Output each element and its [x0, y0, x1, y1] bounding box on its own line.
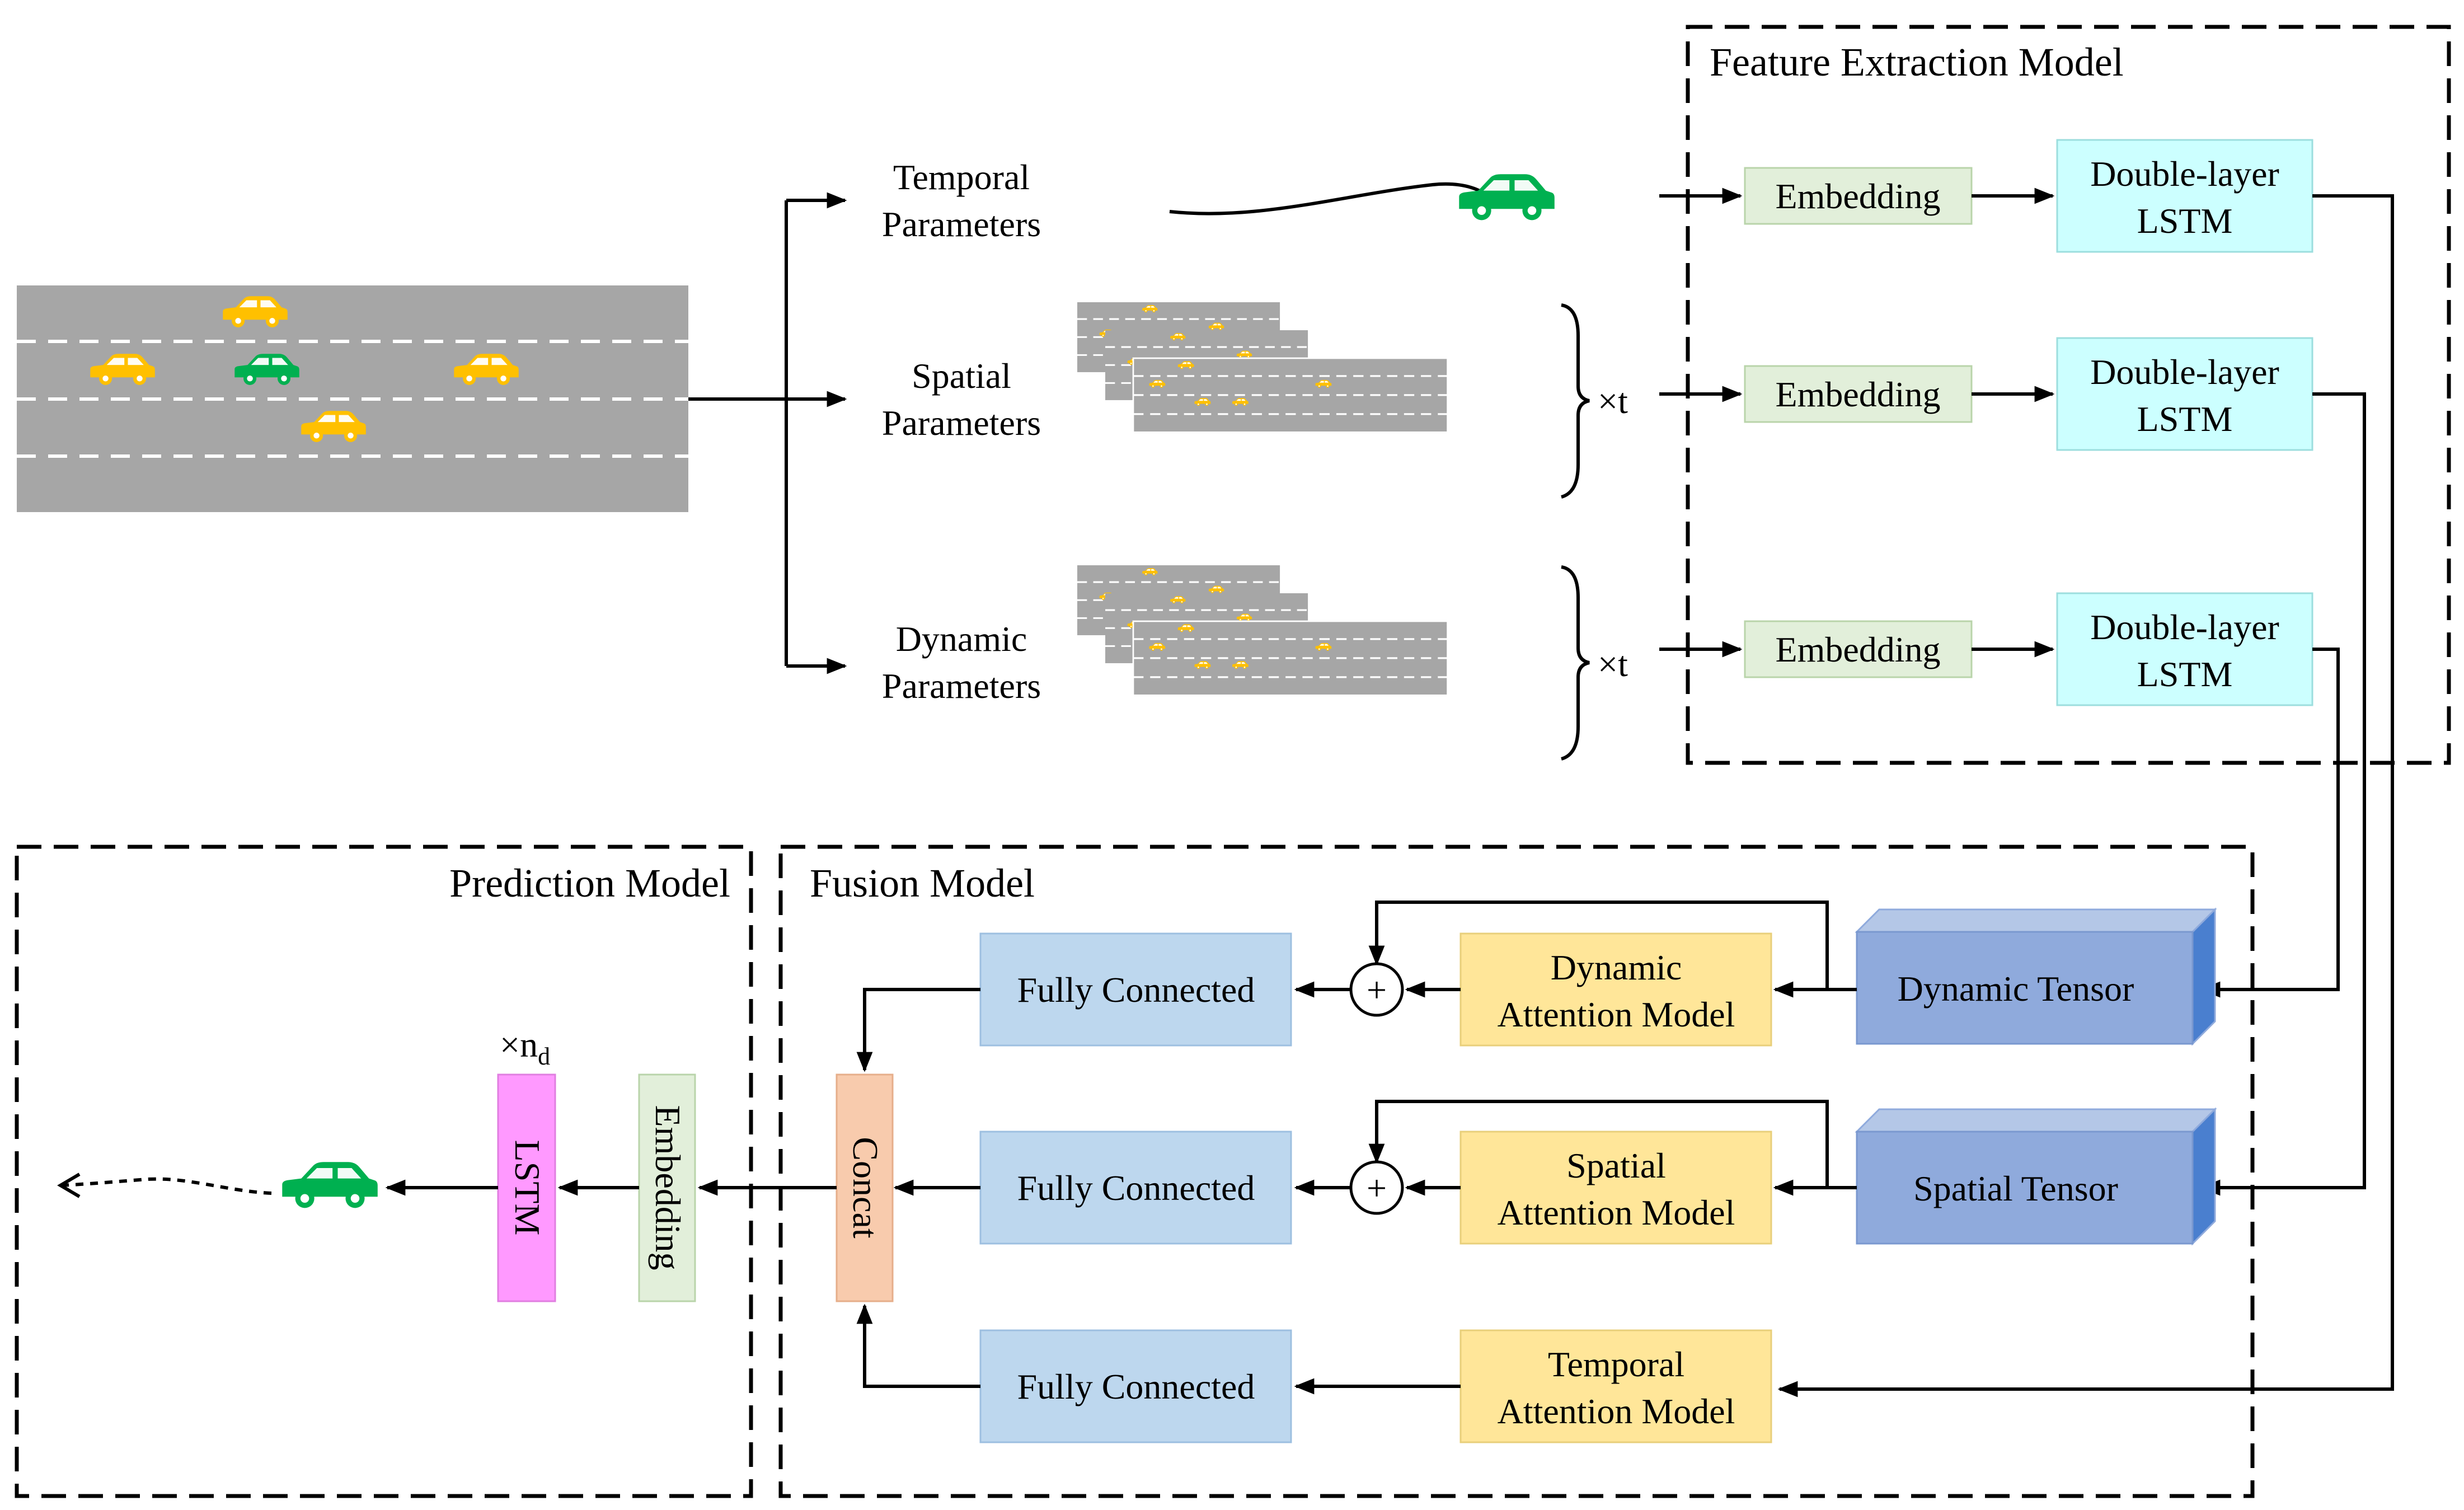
svg-text:+: + — [1367, 970, 1387, 1010]
svg-text:Attention Model: Attention Model — [1498, 995, 1735, 1034]
fully-connected-temporal: Fully Connected — [979, 1329, 1292, 1443]
svg-text:LSTM: LSTM — [2137, 399, 2233, 439]
embedding-block-temporal: Embedding — [1744, 167, 1973, 225]
spatial-residual-line — [1368, 1100, 1829, 1188]
embedding-block-dynamic: Embedding — [1744, 620, 1973, 678]
spatial-parameters-label-2: Parameters — [882, 403, 1041, 443]
svg-text:Embedding: Embedding — [1775, 176, 1940, 216]
dynamic-attention-block: Dynamic Attention Model — [1459, 932, 1772, 1047]
temporal-trajectory — [1169, 182, 1490, 215]
svg-text:LSTM: LSTM — [2137, 654, 2233, 694]
embedding-block-spatial: Embedding — [1744, 365, 1973, 423]
dynamic-brace — [1561, 565, 1590, 761]
prediction-repeat-subscript: d — [538, 1043, 550, 1070]
lstm-block-dynamic: Double-layer LSTM — [2056, 592, 2313, 706]
svg-text:Embedding: Embedding — [1775, 630, 1940, 669]
predicted-trajectory — [61, 1177, 272, 1195]
spatial-frame-stack — [1077, 302, 1448, 433]
svg-text:Embedding: Embedding — [648, 1105, 688, 1270]
dynamic-tensor-block: Dynamic Tensor — [1855, 907, 2217, 1046]
concat-block: Concat — [836, 1073, 894, 1302]
predicted-trajectory-arrowhead — [57, 1173, 81, 1198]
prediction-frame — [15, 845, 753, 1498]
svg-text:LSTM: LSTM — [2137, 201, 2233, 241]
prediction-repeat-label: ×nd — [500, 1025, 550, 1070]
dynamic-frame-stack — [1077, 565, 1448, 696]
svg-text:Fully Connected: Fully Connected — [1017, 970, 1255, 1010]
dynamic-residual-line — [1368, 901, 1829, 990]
car-green-icon — [1459, 174, 1555, 221]
fusion-frame — [778, 845, 2255, 1498]
svg-text:Fully Connected: Fully Connected — [1017, 1367, 1255, 1406]
svg-text:Double-layer: Double-layer — [2090, 607, 2279, 647]
svg-text:+: + — [1367, 1168, 1387, 1208]
temporal-parameters-label: Temporal — [893, 157, 1030, 197]
feature-extraction-title: Feature Extraction Model — [1710, 40, 2124, 85]
fc-temporal-to-concat — [856, 1303, 980, 1388]
temporal-attention-block: Temporal Attention Model — [1459, 1329, 1772, 1443]
prediction-lstm-block: LSTM — [497, 1073, 556, 1302]
svg-text:Double-layer: Double-layer — [2090, 352, 2279, 392]
road-scene — [17, 285, 688, 512]
spatial-attention-block: Spatial Attention Model — [1459, 1131, 1772, 1245]
dynamic-parameters-label-2: Parameters — [882, 666, 1041, 706]
dynamic-repeat-label: ×t — [1598, 644, 1628, 684]
input-branch-connector — [688, 192, 847, 674]
lstm-block-spatial: Double-layer LSTM — [2056, 337, 2313, 451]
dynamic-lstm-output-line — [2200, 648, 2340, 998]
fusion-title: Fusion Model — [810, 861, 1035, 906]
dynamic-plus-node: + — [1349, 962, 1404, 1017]
temporal-parameters-label-2: Parameters — [882, 204, 1041, 244]
spatial-parameters-label: Spatial — [912, 356, 1011, 396]
svg-text:Dynamic Tensor: Dynamic Tensor — [1898, 969, 2134, 1009]
svg-text:Concat: Concat — [846, 1137, 885, 1239]
prediction-embedding-block: Embedding — [638, 1073, 696, 1302]
fc-dynamic-to-concat — [856, 988, 980, 1072]
spatial-lstm-output-line — [2200, 392, 2366, 1196]
svg-text:Double-layer: Double-layer — [2090, 154, 2279, 194]
svg-text:LSTM: LSTM — [508, 1140, 547, 1236]
svg-text:Fully Connected: Fully Connected — [1017, 1168, 1255, 1208]
svg-text:Spatial: Spatial — [1566, 1146, 1666, 1185]
svg-text:Attention Model: Attention Model — [1498, 1193, 1735, 1232]
svg-text:Spatial Tensor: Spatial Tensor — [1913, 1169, 2118, 1208]
dynamic-parameters-label: Dynamic — [896, 619, 1027, 659]
svg-text:Temporal: Temporal — [1548, 1344, 1684, 1384]
svg-text:Embedding: Embedding — [1775, 374, 1940, 414]
spatial-tensor-block: Spatial Tensor — [1855, 1107, 2217, 1246]
temporal-lstm-output-line — [1777, 194, 2394, 1398]
spatial-brace — [1561, 303, 1590, 499]
svg-text:Attention Model: Attention Model — [1498, 1391, 1735, 1431]
svg-text:Dynamic: Dynamic — [1551, 948, 1682, 987]
prediction-title: Prediction Model — [449, 861, 730, 906]
fully-connected-spatial: Fully Connected — [979, 1131, 1292, 1245]
fully-connected-dynamic: Fully Connected — [979, 932, 1292, 1047]
spatial-repeat-label: ×t — [1598, 381, 1628, 421]
spatial-plus-node: + — [1349, 1160, 1404, 1215]
lstm-block-temporal: Double-layer LSTM — [2056, 139, 2313, 253]
car-green-icon — [282, 1162, 378, 1208]
